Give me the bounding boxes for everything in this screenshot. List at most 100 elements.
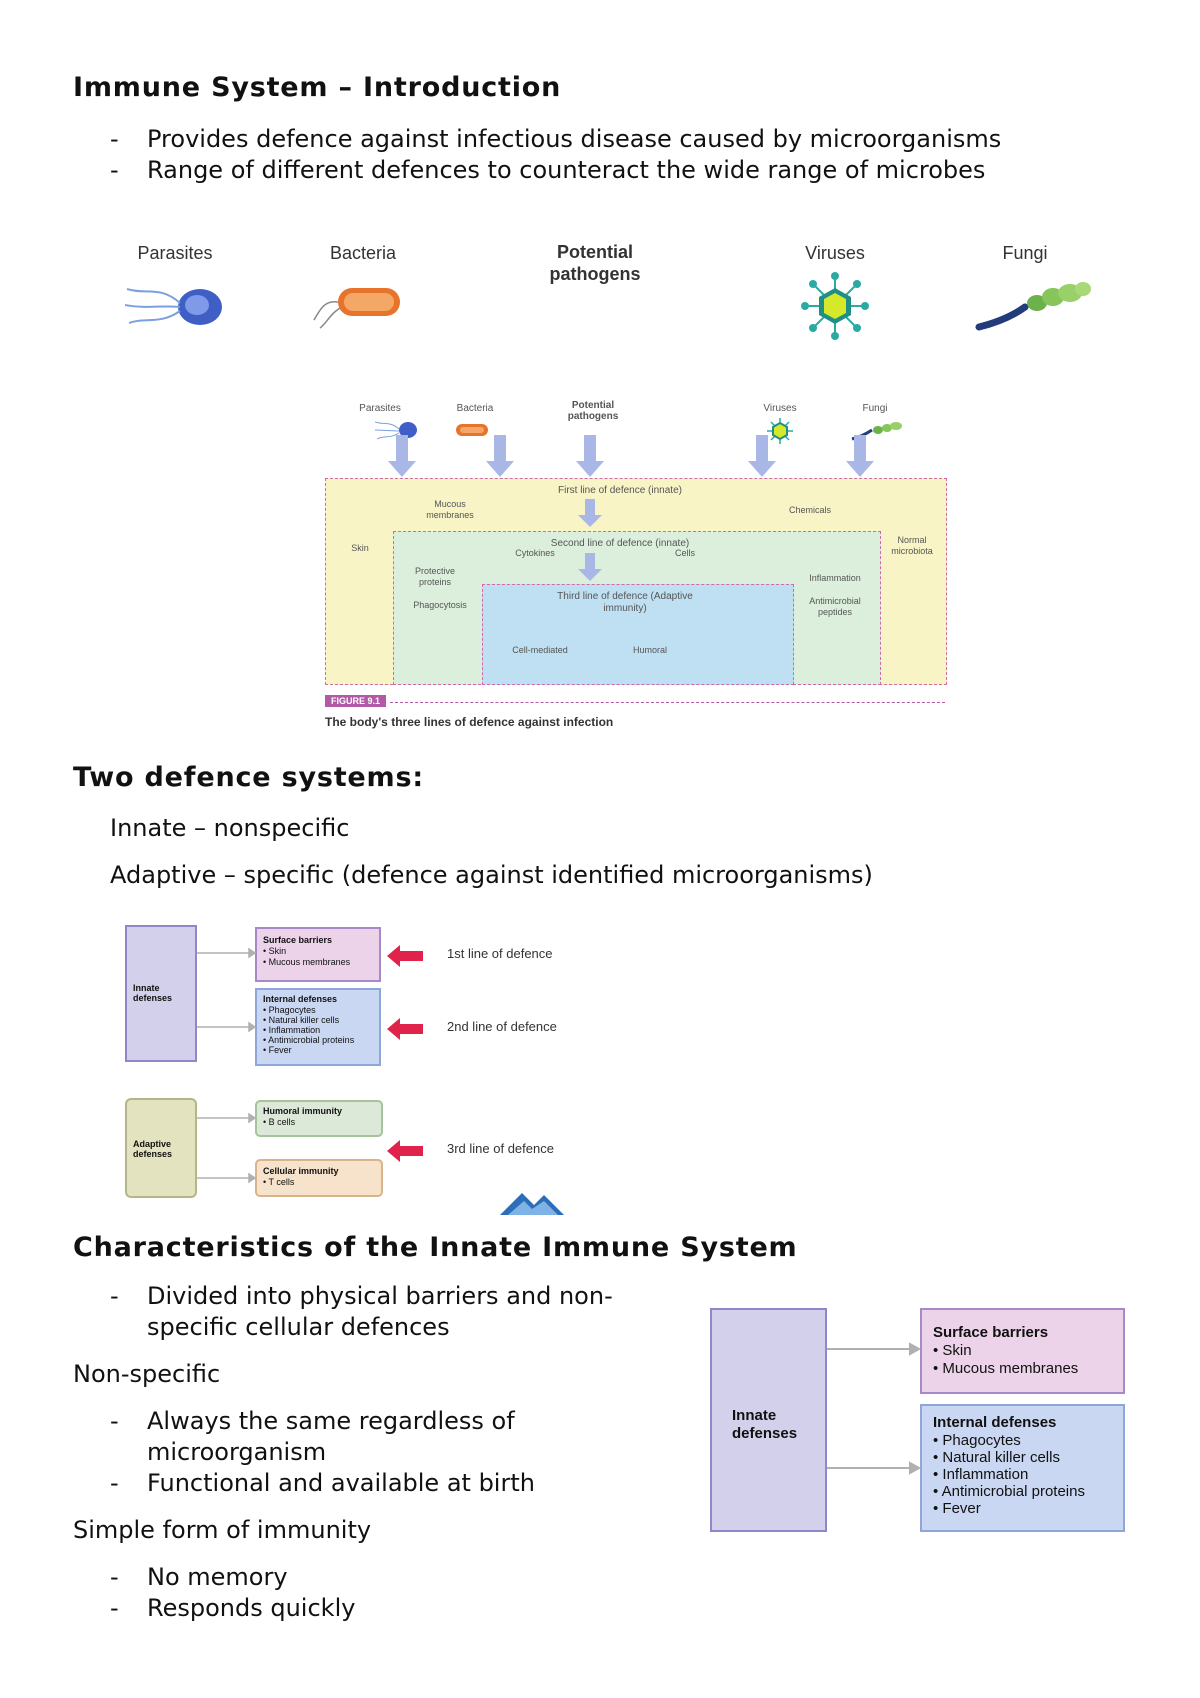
surface-barriers-box xyxy=(255,927,381,982)
cellular-item: • T cells xyxy=(263,1177,295,1187)
non-specific-heading: Non-specific xyxy=(73,1360,221,1388)
connector-lines xyxy=(827,1342,922,1475)
fungi-icon xyxy=(975,282,1091,331)
bullet-dash: - xyxy=(110,1563,119,1591)
bullet-text-continued: microorganism xyxy=(147,1438,327,1466)
bacteria-small-icon xyxy=(456,424,488,436)
bullet-text: Functional and available at birth xyxy=(147,1469,535,1497)
bullet-dash: - xyxy=(110,1282,119,1310)
surface-item: • Mucous membranes xyxy=(263,957,351,967)
humoral-immunity-box xyxy=(255,1100,383,1137)
red-arrow-icon xyxy=(387,1140,423,1162)
bullet-item: - Always the same regardless of microorg… xyxy=(110,1406,670,1468)
bullet-dash: - xyxy=(110,1469,119,1497)
bullet-text: Responds quickly xyxy=(147,1594,356,1622)
figure-tag-rule xyxy=(390,702,945,703)
surface-barriers-box xyxy=(920,1308,1125,1394)
section-title-innate-characteristics: Characteristics of the Innate Immune Sys… xyxy=(73,1232,798,1263)
internal-defenses-box xyxy=(920,1404,1125,1532)
protective-proteins-label: Protective proteins xyxy=(414,566,456,587)
internal-item: • Phagocytes xyxy=(263,1005,316,1015)
third-line-label: Third line of defence (Adaptive immunity… xyxy=(557,591,693,614)
virus-small-icon xyxy=(767,418,793,444)
internal-item: • Fever xyxy=(933,1500,981,1517)
innate-defenses-label: Innate defenses xyxy=(732,1407,798,1442)
second-line-label: Second line of defence (innate) xyxy=(550,538,690,549)
connector-lines xyxy=(197,947,257,1184)
bullet-text: Divided into physical barriers and non- xyxy=(147,1282,613,1310)
fungi-small-label: Fungi xyxy=(862,403,888,414)
first-line-of-defence-label: 1st line of defence xyxy=(447,946,553,961)
internal-item: • Fever xyxy=(263,1045,292,1055)
potential-pathogens-small-label: Potential pathogens xyxy=(567,400,619,422)
surface-barriers-title: Surface barriers xyxy=(263,935,333,945)
bacteria-small-label: Bacteria xyxy=(456,403,494,414)
bullet-item: - Functional and available at birth xyxy=(110,1468,670,1499)
phagocytosis-label: Phagocytosis xyxy=(413,600,467,610)
surface-item: • Skin xyxy=(933,1342,972,1359)
fungi-label: Fungi xyxy=(1002,243,1048,263)
bacteria-label: Bacteria xyxy=(329,243,397,263)
first-line-label: First line of defence (innate) xyxy=(558,485,682,496)
chemicals-label: Chemicals xyxy=(788,505,831,515)
second-line-of-defence-label: 2nd line of defence xyxy=(447,1019,557,1034)
inflammation-label: Inflammation xyxy=(809,573,861,583)
bullet-text: Range of different defences to counterac… xyxy=(147,156,986,184)
third-line-box xyxy=(482,584,794,685)
innate-defenses-box xyxy=(125,925,197,1062)
innate-defenses-box xyxy=(710,1308,827,1532)
viruses-label: Viruses xyxy=(805,243,865,263)
mountain-logo-icon xyxy=(500,1193,564,1215)
parasites-label: Parasites xyxy=(137,243,213,263)
cellular-immunity-title: Cellular immunity xyxy=(263,1166,339,1176)
simple-form-heading: Simple form of immunity xyxy=(73,1516,372,1544)
bullet-item: - Divided into physical barriers and non… xyxy=(110,1281,670,1343)
innate-defenses-label: Innate defenses xyxy=(133,983,173,1003)
humoral-label: Humoral xyxy=(632,645,667,655)
red-arrow-icon xyxy=(387,1018,423,1040)
bullet-item: - Provides defence against infectious di… xyxy=(110,124,1110,155)
skin-label: Skin xyxy=(351,543,369,553)
internal-item: • Phagocytes xyxy=(933,1432,1021,1449)
adaptive-line: Adaptive – specific (defence against ide… xyxy=(110,861,873,889)
surface-barriers-title: Surface barriers xyxy=(933,1324,1049,1341)
humoral-immunity-title: Humoral immunity xyxy=(263,1106,343,1116)
internal-item: • Antimicrobial proteins xyxy=(263,1035,355,1045)
cell-mediated-label: Cell-mediated xyxy=(512,645,568,655)
internal-item: • Inflammation xyxy=(933,1466,1029,1483)
adaptive-defenses-box xyxy=(125,1098,197,1198)
bullet-text: Provides defence against infectious dise… xyxy=(147,125,1002,153)
lines-of-defence-figure: Parasites Bacteria Potential pathogens V… xyxy=(300,395,960,740)
pathogens-figure: Parasites Bacteria Potential pathogens V… xyxy=(100,235,1100,345)
bullet-item: - No memory xyxy=(110,1562,670,1593)
potential-pathogens-label: Potential pathogens xyxy=(549,242,641,284)
bullet-dash: - xyxy=(110,1407,119,1435)
cells-label: Cells xyxy=(674,548,695,558)
antimicrobial-peptides-label: Antimicrobial peptides xyxy=(809,596,861,617)
innate-line: Innate – nonspecific xyxy=(110,814,350,842)
parasite-icon xyxy=(125,288,222,325)
mucous-membranes-label: Mucous membranes xyxy=(426,499,474,520)
internal-item: • Inflammation xyxy=(263,1025,321,1035)
internal-defenses-title: Internal defenses xyxy=(263,994,338,1004)
section-title-introduction: Immune System – Introduction xyxy=(73,72,562,103)
bullet-text: No memory xyxy=(147,1563,288,1591)
internal-item: • Natural killer cells xyxy=(933,1449,1060,1466)
bullet-text: Always the same regardless of xyxy=(147,1407,515,1435)
red-arrow-icon xyxy=(387,945,423,967)
virus-icon xyxy=(801,272,869,340)
section-title-two-defence-systems: Two defence systems: xyxy=(73,762,424,793)
figure-tag: FIGURE 9.1 xyxy=(325,695,387,707)
third-line-of-defence-label: 3rd line of defence xyxy=(447,1141,554,1156)
defence-systems-diagram: Innate defenses Surface barriers • Skin … xyxy=(125,925,575,1215)
internal-defenses-title: Internal defenses xyxy=(933,1414,1057,1431)
normal-microbiota-label: Normal microbiota xyxy=(891,535,933,556)
arrows-into-defence xyxy=(388,435,874,581)
bullet-dash: - xyxy=(110,125,119,153)
internal-item: • Natural killer cells xyxy=(263,1015,340,1025)
adaptive-defenses-label: Adaptive defenses xyxy=(133,1139,173,1159)
surface-item: • Skin xyxy=(263,946,287,956)
surface-item: • Mucous membranes xyxy=(933,1360,1079,1377)
figure-caption: The body's three lines of defence agains… xyxy=(325,715,614,729)
humoral-item: • B cells xyxy=(263,1117,296,1127)
